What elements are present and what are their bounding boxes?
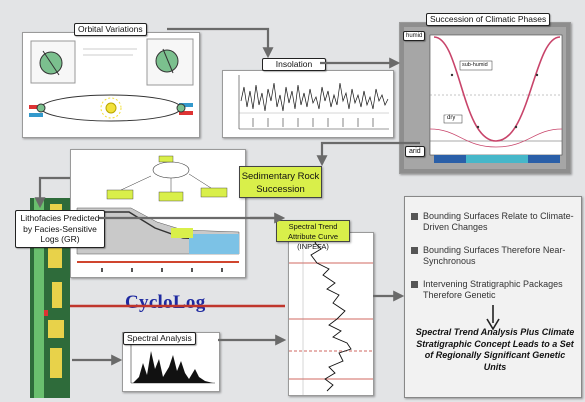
cyclolog-title: CycloLog xyxy=(125,292,206,313)
insolation-label: Insolation xyxy=(262,58,326,71)
spectral-trend-panel xyxy=(288,232,374,396)
orbital-variations-label: Orbital Variations xyxy=(74,23,147,36)
bullet-marker xyxy=(411,247,418,254)
sedimentary-rock-succession-label: Sedimentary Rock Succession xyxy=(239,166,322,198)
bullet-text: Bounding Surfaces Relate to Climate-Driv… xyxy=(423,211,574,232)
lithofacies-text: Lithofacies Predicted by Facies-Sensitiv… xyxy=(20,213,100,244)
orbital-variations-panel xyxy=(22,32,200,138)
climatic-phases-label: Succession of Climatic Phases xyxy=(426,13,551,26)
conclusions-box: Bounding Surfaces Relate to Climate-Driv… xyxy=(404,196,582,398)
insolation-panel xyxy=(222,70,394,138)
sedimentary-rock-succession-text: Sedimentary Rock Succession xyxy=(241,171,320,195)
bullet-text: Bounding Surfaces Therefore Near-Synchro… xyxy=(423,245,566,266)
bullet-text: Intervening Stratigraphic Packages There… xyxy=(423,279,563,300)
orbital-diagram xyxy=(29,38,194,122)
insolation-chart xyxy=(238,75,389,130)
inpefa-curve xyxy=(289,233,373,395)
bullet-marker xyxy=(411,213,418,220)
arid-label: arid xyxy=(405,146,425,157)
climatic-phases-panel: humid sub-humid dry arid xyxy=(399,22,571,174)
conclusion-text: Spectral Trend Analysis Plus Climate Str… xyxy=(415,327,575,372)
spectral-trend-text: Spectral Trend Attribute Curve (INPEFA) xyxy=(287,222,339,251)
down-arrow-icon xyxy=(486,305,500,331)
lithofacies-label: Lithofacies Predicted by Facies-Sensitiv… xyxy=(15,210,105,248)
dry-label: dry xyxy=(445,115,458,122)
sub-humid-label: sub-humid xyxy=(461,62,489,69)
humid-label: humid xyxy=(403,31,426,41)
spectral-analysis-label: Spectral Analysis xyxy=(123,332,196,345)
spectral-trend-label: Spectral Trend Attribute Curve (INPEFA) xyxy=(276,220,350,251)
spectral-analysis-chart xyxy=(130,339,215,384)
climatic-phases-chart xyxy=(404,27,566,169)
bullet-marker xyxy=(411,281,418,288)
